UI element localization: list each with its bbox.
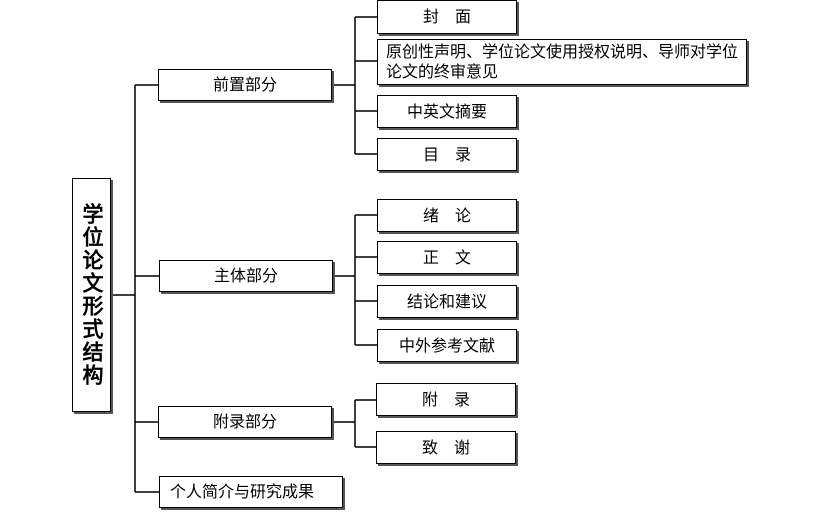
node-acknowledgements: 致 谢 xyxy=(376,431,516,464)
contents-label: 目 录 xyxy=(422,144,471,164)
node-conclusions: 结论和建议 xyxy=(377,285,517,318)
node-main-body: 主体部分 xyxy=(159,260,333,292)
node-front-matter: 前置部分 xyxy=(158,69,332,101)
node-references: 中外参考文献 xyxy=(377,329,517,362)
introduction-label: 绪 论 xyxy=(422,205,471,225)
root-label: 学位论文形式结构 xyxy=(80,203,104,387)
node-introduction: 绪 论 xyxy=(377,199,517,232)
node-contents: 目 录 xyxy=(377,138,517,171)
acknowledgements-label: 致 谢 xyxy=(421,437,470,457)
node-appendix-item: 附 录 xyxy=(376,383,516,416)
cover-label: 封 面 xyxy=(422,7,471,26)
node-declarations: 原创性声明、学位论文使用授权说明、导师对学位论文的终审意见 xyxy=(377,39,747,85)
bio-label: 个人简介与研究成果 xyxy=(170,482,315,501)
abstracts-label: 中英文摘要 xyxy=(406,101,487,121)
root-node: 学位论文形式结构 xyxy=(72,178,111,412)
text-body-label: 正 文 xyxy=(422,247,471,267)
appendix-label: 附录部分 xyxy=(212,412,277,431)
appendix-item-label: 附 录 xyxy=(421,389,470,409)
node-text-body: 正 文 xyxy=(377,241,517,274)
node-cover: 封 面 xyxy=(377,0,517,34)
node-appendix: 附录部分 xyxy=(158,406,332,438)
declarations-label: 原创性声明、学位论文使用授权说明、导师对学位论文的终审意见 xyxy=(386,42,739,81)
node-abstracts: 中英文摘要 xyxy=(377,95,517,128)
node-bio: 个人简介与研究成果 xyxy=(159,476,343,508)
front-matter-label: 前置部分 xyxy=(212,75,277,94)
conclusions-label: 结论和建议 xyxy=(406,291,487,311)
main-body-label: 主体部分 xyxy=(213,266,278,285)
references-label: 中外参考文献 xyxy=(398,335,495,355)
